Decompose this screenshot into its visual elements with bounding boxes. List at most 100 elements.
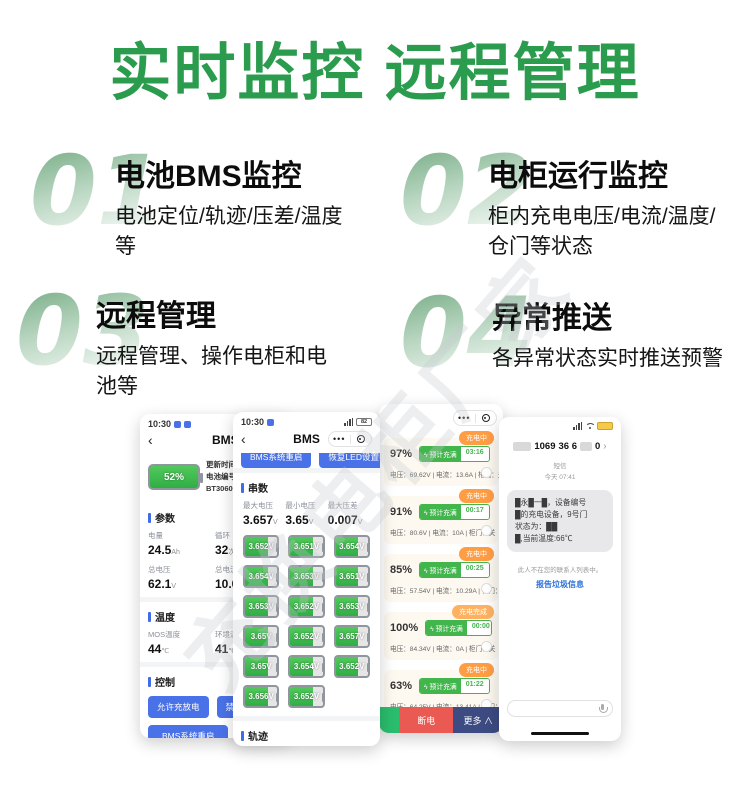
battery-cell: 3.652V — [288, 685, 325, 708]
battery-cell: 3.652V — [288, 595, 325, 618]
slot-soc: 100% — [390, 622, 419, 634]
feature-4: 04 异常推送 各异常状态实时推送预警 — [400, 277, 745, 423]
eta-badge: ϟ 预计充满 00:00 — [425, 620, 492, 636]
clock: 10:30 — [241, 417, 265, 427]
battery-cell: 3.652V — [243, 535, 280, 558]
allow-charge-button[interactable]: 允许充放电 — [148, 696, 209, 718]
sms-sender[interactable]: 1069 36 6 0 › — [499, 441, 621, 452]
slot-item[interactable]: 充电完成 100% ϟ 预计充满 00:00 电压：84.34V | 电流：0A… — [384, 605, 498, 660]
feature-1-number: 01 — [30, 135, 164, 247]
bolt-icon: ϟ — [430, 626, 434, 633]
eta-badge: ϟ 预计充满 00:17 — [419, 504, 490, 520]
bms-restart-button[interactable]: BMS系统重启 — [148, 725, 229, 738]
charging-status-badge: 充电中 — [459, 489, 494, 503]
battery-cell: 3.65V — [243, 655, 280, 678]
slot-detail: 电压：84.34V | 电流：0A | 柜门：关 — [390, 641, 495, 653]
slot-item[interactable]: 充电中 91% ϟ 预计充满 00:17 电压：80.6V | 电流：10A |… — [384, 489, 498, 544]
battery-icon: 82 — [356, 418, 372, 426]
miniprogram-close-icon[interactable] — [351, 435, 372, 443]
status-bar — [499, 417, 621, 431]
chevron-right-icon[interactable]: › — [603, 441, 607, 452]
power-off-button[interactable]: 断电 — [399, 707, 454, 733]
miniprogram-pill[interactable]: ••• — [328, 431, 372, 447]
battery-soc-icon: 52% — [148, 464, 203, 490]
slot-detail: 电压：80.6V | 电流：10A | 柜门：关 — [390, 525, 495, 537]
slot-item[interactable]: 充电中 97% ϟ 预计充满 03:16 电压：69.62V | 电流：13.6… — [384, 431, 503, 486]
update-time: 更新时间：202 — [206, 460, 257, 469]
battery-cell: 3.652V — [333, 655, 370, 678]
mic-icon[interactable] — [599, 703, 608, 714]
eta-badge: ϟ 预计充满 01:22 — [419, 678, 490, 694]
feature-3-number: 03 — [16, 275, 150, 387]
slot-detail: 电压：69.62V | 电流：13.6A | 柜门：关 — [390, 467, 503, 479]
battery-summary-card: 52% 更新时间：202 电池编号： BT306005012 — [140, 453, 290, 503]
back-arrow-icon[interactable]: ‹ — [148, 432, 153, 448]
battery-cell: 3.652V — [288, 625, 325, 648]
battery-no-label: 电池编号： — [206, 472, 244, 481]
door-toggle[interactable] — [481, 583, 492, 594]
battery-icon — [597, 422, 613, 430]
door-toggle[interactable] — [481, 525, 492, 536]
feature-2: 02 电柜运行监控 柜内充电电压/电流/温度/仓门等状态 — [400, 135, 745, 281]
feature-3-desc: 远程管理、操作电柜和电池等 — [96, 345, 327, 399]
bolt-icon: ϟ — [424, 510, 428, 517]
feature-2-title: 电柜运行监控 — [488, 160, 668, 193]
phone-screenshot-bms-cells: 10:30 82 ‹ BMS ••• BMS系统重启 恢复LED设置 串数 最大… — [233, 412, 380, 746]
status-app-icon — [267, 418, 275, 426]
feature-2-desc: 柜内充电电压/电流/温度/仓门等状态 — [488, 205, 716, 259]
bolt-icon: ϟ — [424, 452, 428, 459]
phone-screenshot-sms-alert: 1069 36 6 0 › 短信 今天 07:41 █永█一█，设备编号 █的充… — [499, 417, 621, 741]
back-arrow-icon[interactable]: ‹ — [241, 431, 246, 447]
sms-reply-input[interactable] — [507, 700, 613, 717]
battery-no-value: BT306005012 — [206, 484, 254, 493]
status-app-icon — [174, 420, 182, 428]
door-toggle[interactable] — [481, 641, 492, 652]
section-marker — [148, 611, 151, 622]
led-reset-button[interactable]: 恢复LED设置 — [319, 453, 380, 468]
slot-soc: 97% — [390, 448, 413, 460]
battery-cell: 3.651V — [333, 565, 370, 588]
battery-cell: 3.654V — [243, 565, 280, 588]
slot-item[interactable]: 充电中 85% ϟ 预计充满 00:25 电压：57.54V | 电流：10.2… — [384, 547, 503, 602]
battery-cell: 3.654V — [288, 655, 325, 678]
bolt-icon: ϟ — [424, 568, 428, 575]
miniprogram-pill[interactable]: ••• — [453, 410, 497, 426]
section-marker — [241, 482, 244, 493]
stat-total-voltage: 总电压 62.1V — [148, 565, 177, 591]
charging-status-badge: 充电中 — [459, 547, 494, 561]
page-header-title: BMS — [293, 432, 320, 446]
feature-4-title: 异常推送 — [492, 302, 612, 335]
door-toggle[interactable] — [481, 467, 492, 478]
page-title: 实时监控 远程管理 — [109, 39, 641, 108]
feature-2-number: 02 — [400, 135, 534, 247]
stat-capacity: 电量 24.5Ah — [148, 531, 180, 557]
battery-cell: 3.653V — [288, 565, 325, 588]
wifi-icon — [585, 423, 594, 430]
stat-min-voltage: 最小电压 3.65V — [285, 501, 316, 527]
report-junk-link[interactable]: 报告垃圾信息 — [536, 580, 584, 590]
slot-soc: 63% — [390, 680, 413, 692]
status-bar: 10:30 — [140, 414, 290, 430]
power-on-segment[interactable] — [379, 707, 399, 733]
charging-status-badge: 充电完成 — [452, 605, 494, 619]
battery-cell: 3.653V — [243, 595, 280, 618]
more-dots-icon[interactable]: ••• — [458, 412, 471, 423]
section-marker — [241, 730, 244, 741]
slot-soc: 91% — [390, 506, 413, 518]
redacted-block — [513, 442, 532, 451]
nav-header: ‹ BMS — [140, 430, 290, 453]
bms-restart-button[interactable]: BMS系统重启 — [241, 453, 312, 468]
more-dots-icon[interactable]: ••• — [333, 433, 346, 444]
section-control: 控制 — [148, 674, 282, 689]
miniprogram-close-icon[interactable] — [476, 414, 497, 422]
bolt-icon: ϟ — [424, 684, 428, 691]
section-marker — [148, 676, 151, 687]
feature-4-desc: 各异常状态实时推送预警 — [492, 347, 723, 370]
sms-meta: 短信 今天 07:41 — [544, 463, 576, 482]
charging-status-badge: 充电中 — [459, 431, 494, 445]
more-button[interactable]: 更多 ∧ — [453, 707, 503, 733]
section-track: 轨迹 — [241, 728, 372, 743]
stat-max-voltage: 最大电压 3.657V — [243, 501, 278, 527]
feature-4-number: 04 — [400, 277, 534, 389]
